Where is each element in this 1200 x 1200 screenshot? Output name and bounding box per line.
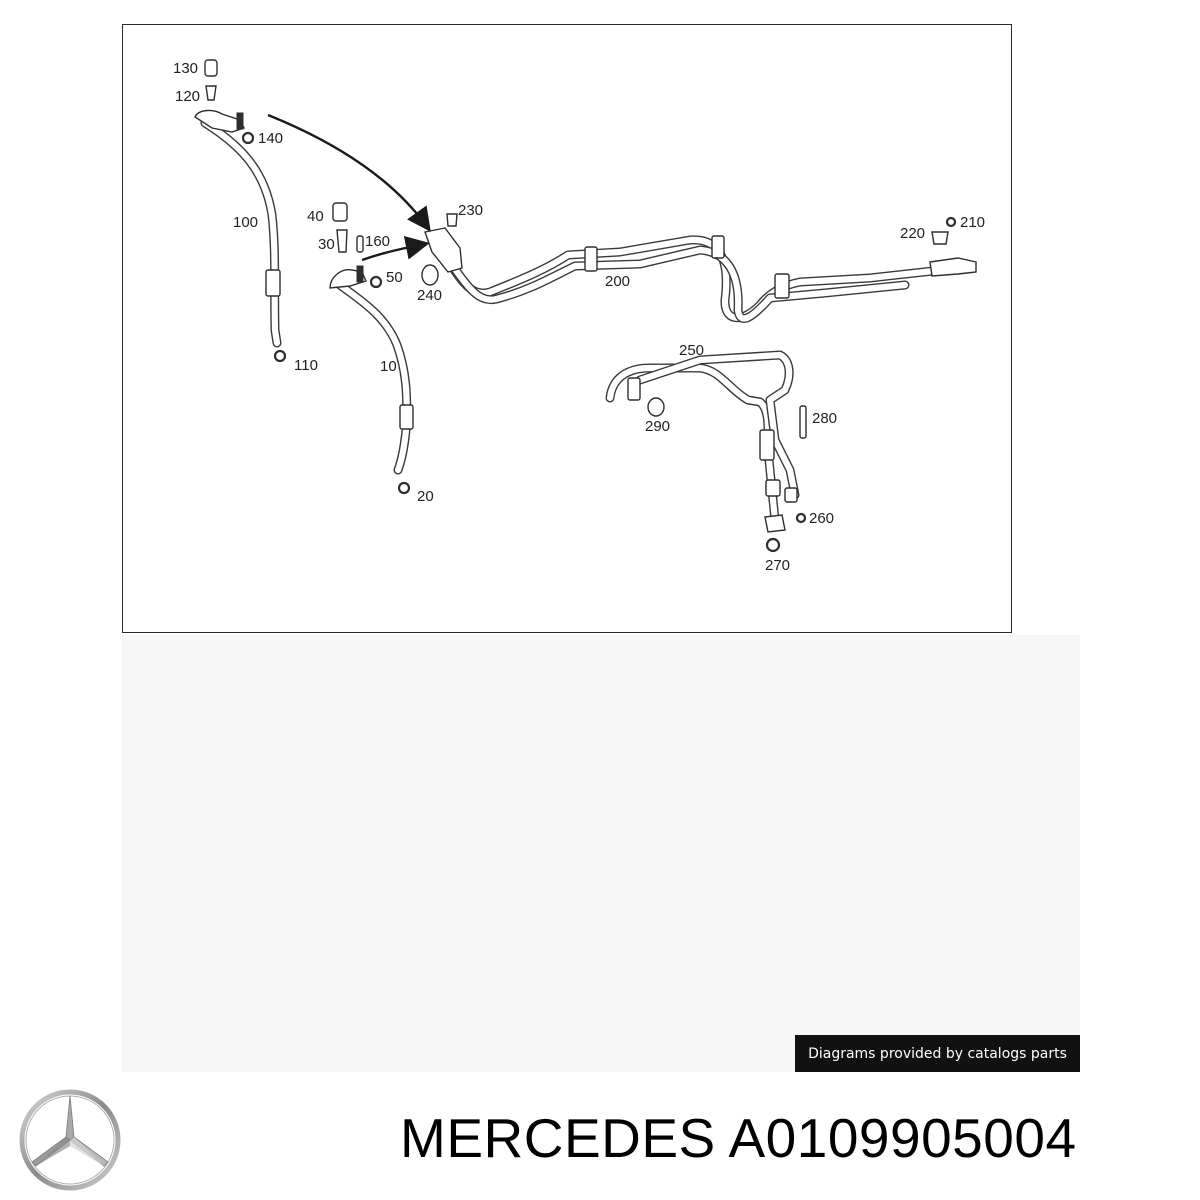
callout-160: 160 bbox=[365, 233, 390, 250]
part-40-valve-cap bbox=[332, 202, 348, 222]
pipe-250 bbox=[605, 350, 800, 533]
hose-100-fitting-nut bbox=[236, 112, 244, 130]
part-110-seal bbox=[273, 349, 287, 363]
hose-10-sleeve bbox=[399, 404, 414, 430]
part-210-seal bbox=[945, 216, 957, 228]
callout-10: 10 bbox=[380, 358, 397, 375]
pipe-200-clip-c bbox=[711, 235, 725, 259]
callout-110: 110 bbox=[294, 357, 318, 374]
part-120-valve bbox=[205, 85, 217, 101]
catalog-credit: Diagrams provided by catalogs parts bbox=[795, 1035, 1080, 1072]
pipe-250-clip-b bbox=[759, 429, 775, 461]
callout-260: 260 bbox=[809, 510, 834, 527]
part-240-grommet bbox=[421, 264, 439, 286]
hose-100-fitting bbox=[194, 109, 245, 133]
mercedes-star-logo bbox=[19, 1089, 121, 1191]
pipe-200-fitting-right bbox=[929, 257, 977, 277]
pipe-200 bbox=[424, 227, 977, 323]
pipe-200-clip-a bbox=[584, 246, 598, 272]
callout-labels: 130 120 140 100 40 30 160 50 240 230 200… bbox=[173, 60, 985, 574]
callout-140: 140 bbox=[258, 130, 283, 147]
callout-240: 240 bbox=[417, 287, 442, 304]
small-parts bbox=[204, 59, 957, 553]
hose-10-fitting-nut bbox=[356, 265, 364, 283]
callout-270: 270 bbox=[765, 557, 790, 574]
blank-panel bbox=[122, 635, 1080, 1072]
part-20-seal bbox=[397, 481, 411, 495]
callout-280: 280 bbox=[812, 410, 837, 427]
callout-250: 250 bbox=[679, 342, 704, 359]
pipe-200-fitting-left bbox=[424, 227, 463, 273]
part-230-valve bbox=[446, 213, 458, 227]
part-260-seal bbox=[795, 512, 807, 524]
part-number-title: MERCEDES A0109905004 bbox=[400, 1107, 1077, 1169]
callout-220: 220 bbox=[900, 225, 925, 242]
pipe-250-clip-a bbox=[627, 377, 641, 401]
diagram-frame bbox=[122, 24, 1012, 633]
callout-130: 130 bbox=[173, 60, 198, 77]
pipe-250-fitting bbox=[764, 514, 786, 533]
part-140-seal bbox=[241, 131, 255, 145]
part-270-seal bbox=[765, 537, 781, 553]
callout-30: 30 bbox=[318, 236, 335, 253]
part-220-valve bbox=[931, 231, 949, 245]
pipe-250-clip-d bbox=[784, 487, 798, 503]
part-130-valve-cap bbox=[204, 59, 218, 77]
callout-50: 50 bbox=[386, 269, 403, 286]
callout-200: 200 bbox=[605, 273, 630, 290]
callout-20: 20 bbox=[417, 488, 434, 505]
callout-100: 100 bbox=[233, 214, 258, 231]
hose-100 bbox=[194, 109, 282, 348]
hose-10 bbox=[329, 265, 414, 475]
pipe-250-clip-c bbox=[765, 479, 781, 497]
assembly-arrow-upper bbox=[267, 113, 431, 232]
callout-120: 120 bbox=[175, 88, 200, 105]
assembly-arrow-lower bbox=[361, 235, 430, 262]
part-280-clip bbox=[799, 405, 807, 439]
callout-40: 40 bbox=[307, 208, 324, 225]
part-50-seal bbox=[369, 275, 383, 289]
callout-230: 230 bbox=[458, 202, 483, 219]
part-30-valve bbox=[336, 229, 348, 253]
callout-290: 290 bbox=[645, 418, 670, 435]
hose-100-sleeve bbox=[265, 269, 281, 297]
part-290-grommet bbox=[647, 397, 665, 417]
pipe-200-clip-b bbox=[774, 273, 790, 299]
callout-210: 210 bbox=[960, 214, 985, 231]
part-160-valve-core bbox=[356, 235, 364, 253]
